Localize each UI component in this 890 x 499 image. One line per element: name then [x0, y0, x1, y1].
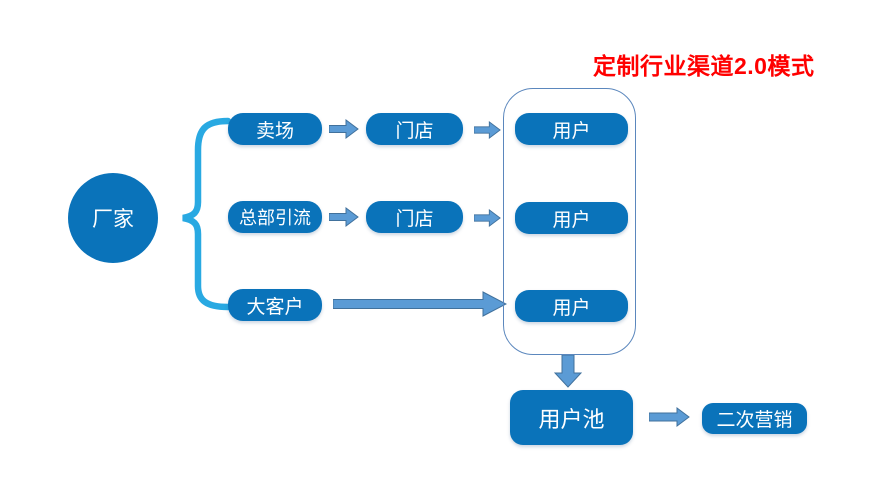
- node-row3-source: 大客户: [228, 289, 322, 321]
- arrow-row3-long-icon: [333, 291, 507, 317]
- arrow-to-secondary-icon: [649, 407, 690, 427]
- factory-label: 厂家: [92, 208, 134, 231]
- node-row2-user-label: 用户: [552, 209, 591, 231]
- node-user-pool-label: 用户池: [538, 406, 605, 432]
- node-row1-store-label: 门店: [395, 120, 434, 142]
- node-row2-store: 门店: [366, 201, 463, 233]
- node-row1-source: 卖场: [228, 113, 322, 145]
- node-row3-user-label: 用户: [552, 297, 591, 319]
- node-row2-user: 用户: [515, 202, 628, 234]
- node-row3-user: 用户: [515, 290, 628, 322]
- node-row1-user: 用户: [515, 113, 628, 145]
- node-row1-store: 门店: [366, 113, 463, 145]
- node-row2-source-label: 总部引流: [239, 208, 311, 228]
- node-user-pool: 用户池: [510, 390, 633, 445]
- node-row2-store-label: 门店: [395, 208, 434, 230]
- arrow-down-icon: [554, 355, 582, 388]
- arrow-row2-a-icon: [329, 207, 359, 227]
- node-row1-user-label: 用户: [552, 120, 591, 142]
- diagram-title: 定制行业渠道2.0模式: [593, 53, 815, 79]
- node-secondary-marketing: 二次营销: [702, 403, 807, 434]
- node-secondary-marketing-label: 二次营销: [716, 410, 793, 431]
- brace-icon: [182, 117, 232, 311]
- node-row3-source-label: 大客户: [246, 296, 304, 318]
- arrow-row1-b-icon: [474, 121, 501, 139]
- factory-circle-node: 厂家: [68, 173, 158, 263]
- node-row1-source-label: 卖场: [255, 120, 294, 142]
- node-row2-source: 总部引流: [228, 201, 322, 233]
- arrow-row2-b-icon: [474, 209, 501, 227]
- arrow-row1-a-icon: [329, 119, 359, 139]
